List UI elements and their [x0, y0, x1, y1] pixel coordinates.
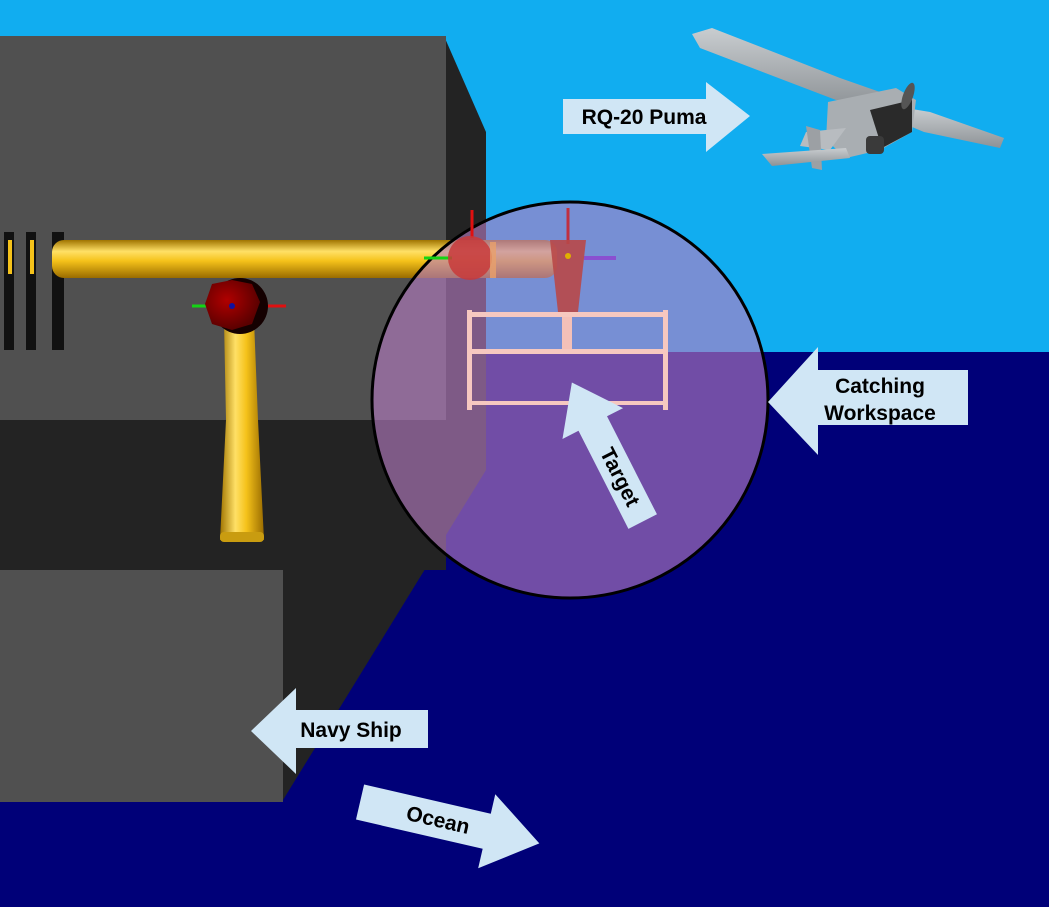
ship-label: Navy Ship — [300, 719, 402, 742]
workspace-label-line1: Catching — [835, 375, 925, 398]
workspace-label-line2: Workspace — [824, 402, 936, 425]
puma-label: RQ-20 Puma — [582, 106, 707, 129]
ship-lower-hull — [0, 570, 283, 802]
